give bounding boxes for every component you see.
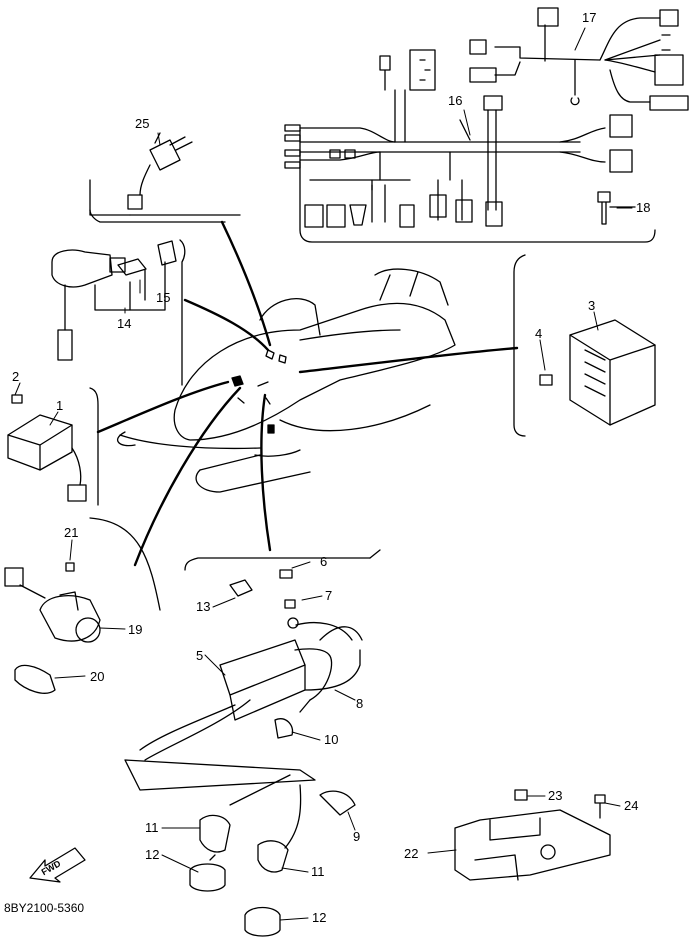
plug-caps — [189, 774, 302, 937]
bracket-22 — [454, 789, 611, 881]
callout-25: 25 — [135, 116, 149, 131]
callout-15: 15 — [156, 290, 170, 305]
rectifier-3 — [539, 319, 656, 426]
snowmobile-illustration — [116, 268, 456, 493]
callout-labels: 1 2 3 4 5 6 7 8 9 10 11 11 12 12 13 14 1… — [12, 10, 650, 925]
callout-10: 10 — [324, 732, 338, 747]
callout-22: 22 — [404, 846, 418, 861]
callout-13: 13 — [196, 599, 210, 614]
callout-17: 17 — [582, 10, 596, 25]
callout-12-left: 12 — [145, 847, 159, 862]
callout-1: 1 — [56, 398, 63, 413]
forward-arrow-icon — [29, 847, 86, 883]
main-switch-14 — [51, 240, 177, 361]
forward-arrow-label: FWD — [40, 858, 63, 877]
cdi-unit-1 — [7, 394, 87, 502]
callout-18: 18 — [636, 200, 650, 215]
callout-12-right: 12 — [312, 910, 326, 925]
callout-5: 5 — [196, 648, 203, 663]
callout-19: 19 — [128, 622, 142, 637]
callout-2: 2 — [12, 369, 19, 384]
callout-23: 23 — [548, 788, 562, 803]
callout-7: 7 — [325, 588, 332, 603]
callout-8: 8 — [356, 696, 363, 711]
callout-21: 21 — [64, 525, 78, 540]
callout-4: 4 — [535, 326, 542, 341]
wire-harness-16 — [284, 49, 633, 228]
callout-6: 6 — [320, 554, 327, 569]
callout-24: 24 — [624, 798, 638, 813]
switch-25 — [127, 132, 193, 210]
wire-tie-18 — [597, 191, 636, 225]
callout-16: 16 — [448, 93, 462, 108]
callout-20: 20 — [90, 669, 104, 684]
wire-harness-17 — [469, 7, 689, 111]
callout-leaders — [14, 27, 633, 921]
leader-lines — [96, 220, 519, 567]
callout-14: 14 — [117, 316, 131, 331]
callout-3: 3 — [588, 298, 595, 313]
group-brackets — [89, 129, 656, 611]
body-mounted-parts — [231, 349, 287, 434]
starter-relay-19 — [4, 562, 101, 694]
part-code: 8BY2100-5360 — [4, 901, 84, 915]
callout-11-right: 11 — [311, 864, 325, 879]
ignition-coil-5 — [124, 569, 363, 816]
callout-9: 9 — [353, 829, 360, 844]
callout-11-left: 11 — [145, 820, 159, 835]
